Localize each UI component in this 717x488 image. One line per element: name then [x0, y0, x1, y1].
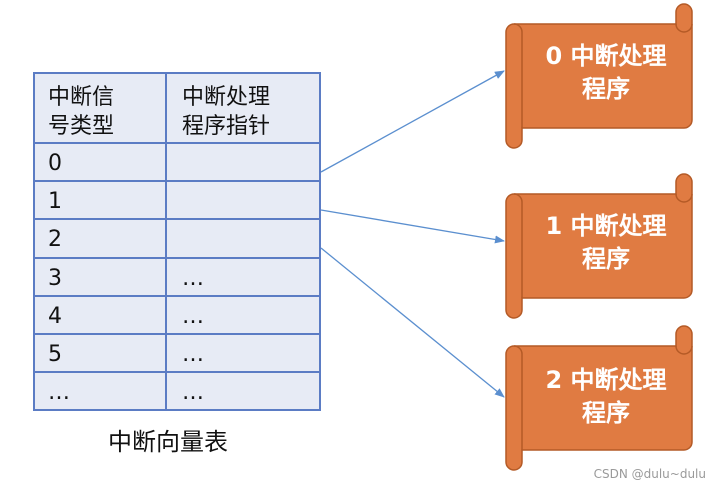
handler-1-line2: 程序: [582, 245, 630, 273]
scroll-curl-top: [675, 193, 693, 203]
row-type-5: 5: [48, 342, 62, 367]
handler-2-line2: 程序: [582, 399, 630, 427]
handler-scroll-0: 0 中断处理 程序: [505, 3, 693, 149]
row-type-3: 3: [48, 266, 62, 291]
scroll-body: [505, 3, 693, 149]
row-type-2: 2: [48, 227, 62, 252]
scroll-curl-left: [513, 193, 523, 298]
row-type-1: 1: [48, 189, 62, 214]
watermark: CSDN @dulu~dulu: [594, 467, 706, 481]
header-col1-line2: 号类型: [48, 114, 114, 139]
arrow-to-handler-1: [320, 209, 505, 244]
table-background: [33, 72, 321, 411]
interrupt-vector-table: 中断信 号类型 中断处理 程序指针 0 1 2 3 4 5 … … … … …: [33, 72, 321, 411]
row-pointer-5: …: [182, 342, 204, 367]
scroll-curl-top: [675, 345, 693, 355]
header-col1-line1: 中断信: [48, 85, 114, 110]
handler-0-line1: 0 中断处理: [545, 42, 666, 70]
arrow-to-handler-2: [320, 247, 505, 398]
arrow-to-handler-0: [320, 70, 505, 173]
handler-scroll-2: 2 中断处理 程序: [505, 325, 693, 471]
row-pointer-3: …: [182, 266, 204, 291]
row-pointer-6: …: [182, 380, 204, 405]
row-pointer-4: …: [182, 304, 204, 329]
scroll-curl-left: [513, 23, 523, 128]
row-type-6: …: [48, 380, 70, 405]
scroll-curl-left: [513, 345, 523, 450]
scroll-body: [505, 173, 693, 319]
handler-scroll-1: 1 中断处理 程序: [505, 173, 693, 319]
table-caption: 中断向量表: [108, 428, 228, 456]
handler-1-line1: 1 中断处理: [545, 212, 666, 240]
handler-2-line1: 2 中断处理: [545, 366, 666, 394]
row-type-4: 4: [48, 304, 62, 329]
scroll-body: [505, 325, 693, 471]
header-col2-line1: 中断处理: [182, 85, 270, 110]
header-col2-line2: 程序指针: [182, 114, 270, 139]
handler-0-line2: 程序: [582, 75, 630, 103]
scroll-curl-top: [675, 23, 693, 33]
row-type-0: 0: [48, 151, 62, 176]
